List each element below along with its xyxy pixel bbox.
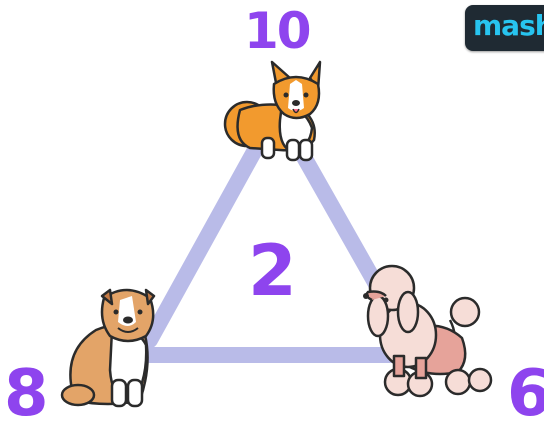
logo-text: mash [473, 9, 544, 42]
edge-left [150, 150, 255, 340]
poodle-illustration [363, 266, 491, 396]
right-vertex-number: 6 [507, 362, 544, 426]
mash-logo: mash [465, 5, 544, 51]
bulldog-illustration [62, 290, 154, 406]
top-vertex-number: 10 [244, 6, 310, 56]
corgi-illustration [225, 62, 320, 160]
center-number: 2 [248, 236, 297, 306]
left-vertex-number: 8 [4, 362, 49, 426]
